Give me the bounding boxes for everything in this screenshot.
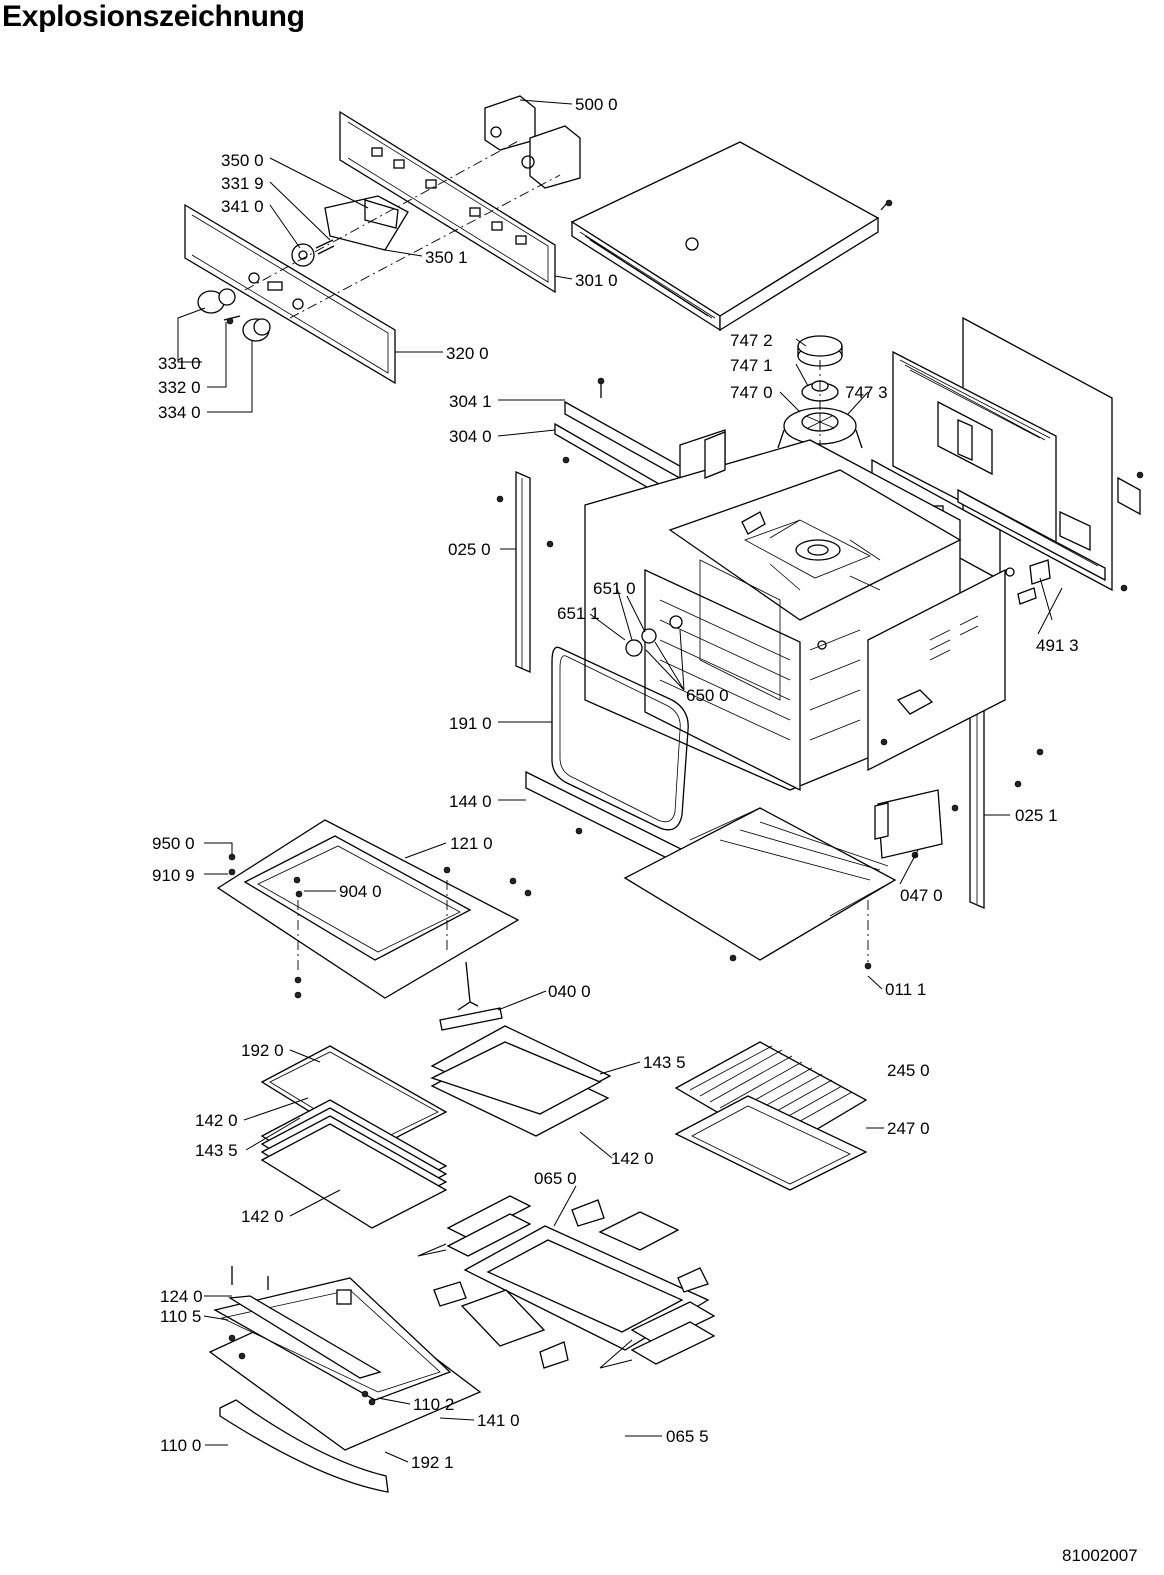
label-304-0: 304 0	[449, 427, 492, 446]
bottom-rail	[525, 770, 684, 868]
label-301-0: 301 0	[575, 271, 618, 290]
label-110-2: 110 2	[413, 1395, 454, 1414]
control-panel-frame	[339, 110, 556, 294]
label-950-0: 950 0	[152, 834, 195, 853]
door-seal-gasket	[551, 646, 689, 831]
fan-assembly	[777, 335, 863, 560]
label-065-0: 065 0	[534, 1169, 577, 1188]
oven-cavity	[584, 431, 962, 792]
label-142-0-lower: 142 0	[241, 1207, 284, 1226]
diagram-title: Explosionszeichnung	[2, 0, 305, 33]
inner-glass-pane	[430, 1025, 612, 1137]
label-341-0: 341 0	[221, 197, 264, 216]
label-304-1: 304 1	[449, 392, 492, 411]
label-651-1: 651 1	[557, 604, 600, 623]
label-143-5-lower: 143 5	[195, 1141, 238, 1160]
label-334-0: 334 0	[158, 403, 201, 422]
label-331-9: 331 9	[221, 174, 264, 193]
front-fascia-panel	[184, 203, 396, 385]
side-trim-right	[969, 703, 985, 909]
label-747-1: 747 1	[730, 356, 773, 375]
label-065-5: 065 5	[666, 1427, 709, 1446]
label-110-0: 110 0	[160, 1436, 201, 1455]
label-331-0: 331 0	[158, 354, 201, 373]
baking-tray	[674, 1095, 868, 1191]
label-040-0: 040 0	[548, 982, 591, 1001]
label-332-0: 332 0	[158, 378, 201, 397]
label-110-5: 110 5	[160, 1307, 201, 1326]
label-651-0: 651 0	[593, 579, 636, 598]
label-247-0: 247 0	[887, 1119, 930, 1138]
label-245-0: 245 0	[887, 1061, 930, 1080]
switch-module	[484, 95, 581, 189]
control-knobs	[197, 288, 271, 342]
label-144-0: 144 0	[449, 792, 492, 811]
oven-door	[208, 1266, 482, 1451]
label-142-0-right: 142 0	[611, 1149, 654, 1168]
label-121-0: 121 0	[450, 834, 493, 853]
control-switch-bracket	[324, 195, 409, 251]
side-panel	[867, 559, 1051, 772]
bottom-plate	[623, 807, 897, 970]
label-143-5-upper: 143 5	[643, 1053, 686, 1072]
label-011-1: 011 1	[885, 980, 926, 999]
label-025-0: 025 0	[448, 540, 491, 559]
side-trim-left	[496, 471, 554, 673]
label-142-0-upper: 142 0	[195, 1111, 238, 1130]
label-650-0: 650 0	[686, 686, 729, 705]
label-350-0: 350 0	[221, 151, 264, 170]
part-labels: 500 0 350 0 331 9 341 0 350 1 301 0 331 …	[152, 95, 1079, 1472]
label-747-3: 747 3	[845, 383, 888, 402]
label-191-0: 191 0	[449, 714, 492, 733]
label-904-0: 904 0	[339, 882, 382, 901]
bottom-heater-frame	[216, 819, 532, 999]
label-320-0: 320 0	[446, 344, 489, 363]
label-192-1: 192 1	[411, 1453, 454, 1472]
label-747-0: 747 0	[730, 383, 773, 402]
top-cover-panel	[570, 141, 893, 332]
label-747-2: 747 2	[730, 331, 773, 350]
door-handle	[219, 1399, 389, 1493]
door-glass-stack	[260, 1045, 448, 1229]
leader-lines	[177, 99, 1063, 1463]
document-number: 81002007	[1062, 1546, 1138, 1565]
label-025-1: 025 1	[1015, 806, 1058, 825]
packaging-frame	[433, 1195, 716, 1369]
label-047-0: 047 0	[900, 886, 943, 905]
label-350-1: 350 1	[425, 248, 468, 267]
oven-lamp	[625, 615, 683, 657]
label-192-0: 192 0	[241, 1041, 284, 1060]
label-491-3: 491 3	[1036, 636, 1079, 655]
control-knob-spindle	[291, 239, 335, 267]
rear-panel	[892, 316, 1144, 592]
temperature-sensor	[439, 961, 503, 1031]
label-500-0: 500 0	[575, 95, 618, 114]
electronics-bracket	[874, 738, 1044, 859]
label-124-0: 124 0	[160, 1287, 203, 1306]
label-910-9: 910 9	[152, 866, 195, 885]
label-141-0: 141 0	[477, 1411, 520, 1430]
